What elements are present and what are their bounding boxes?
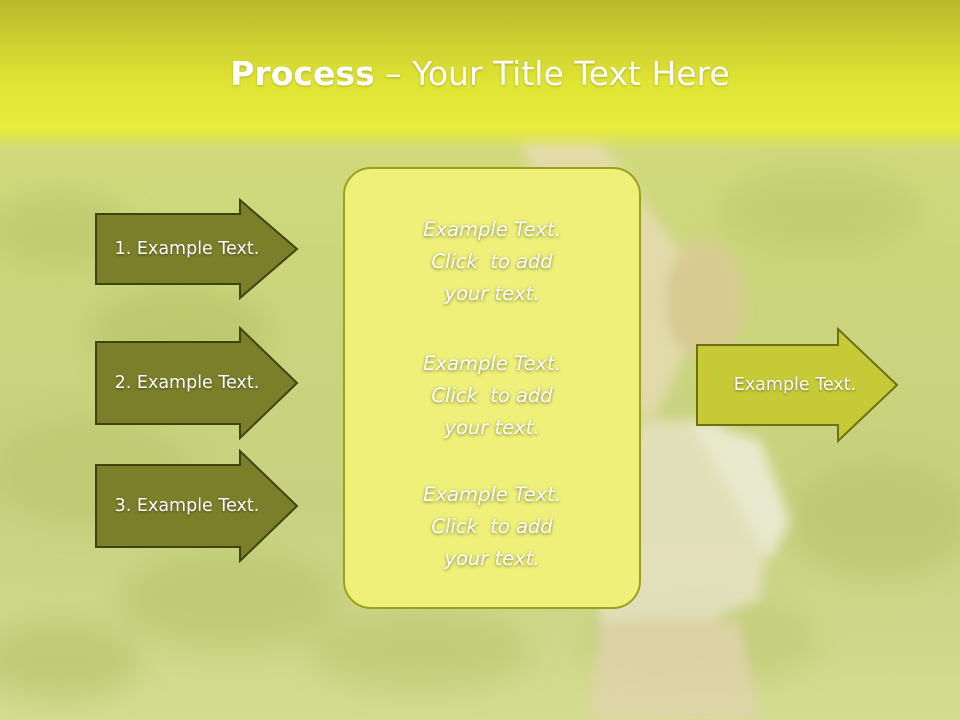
- panel-line: Click to add: [431, 250, 553, 273]
- step-label: 3. Example Text.: [114, 496, 260, 516]
- panel-line: your text.: [444, 282, 540, 305]
- panel-line: your text.: [444, 416, 540, 439]
- result-arrow[interactable]: Example Text.: [695, 327, 901, 443]
- step-label: 2. Example Text.: [114, 373, 260, 393]
- result-label: Example Text.: [733, 375, 857, 395]
- step-label: 1. Example Text.: [114, 239, 260, 259]
- panel-line: Click to add: [431, 384, 553, 407]
- panel-line: Example Text.: [423, 352, 561, 375]
- panel-line: Example Text.: [423, 218, 561, 241]
- panel-text-block-1[interactable]: Example Text. Click to add your text.: [345, 214, 639, 310]
- panel-text-block-2[interactable]: Example Text. Click to add your text.: [345, 348, 639, 444]
- step-arrow-3[interactable]: 3. Example Text.: [94, 449, 300, 563]
- panel-text-block-3[interactable]: Example Text. Click to add your text.: [345, 479, 639, 575]
- panel-line: Example Text.: [423, 483, 561, 506]
- title-bold-part: Process: [230, 54, 375, 93]
- title-rest-part: – Your Title Text Here: [374, 54, 730, 93]
- center-text-panel[interactable]: Example Text. Click to add your text. Ex…: [343, 167, 641, 609]
- arrow-right-icon: [95, 198, 299, 300]
- arrow-right-icon: [95, 449, 299, 563]
- slide-title: Process – Your Title Text Here: [0, 52, 960, 96]
- panel-line: Click to add: [431, 515, 553, 538]
- arrow-right-icon: [95, 326, 299, 440]
- arrow-right-icon: [696, 327, 899, 443]
- panel-line: your text.: [444, 547, 540, 570]
- step-arrow-2[interactable]: 2. Example Text.: [94, 326, 300, 440]
- step-arrow-1[interactable]: 1. Example Text.: [94, 198, 300, 300]
